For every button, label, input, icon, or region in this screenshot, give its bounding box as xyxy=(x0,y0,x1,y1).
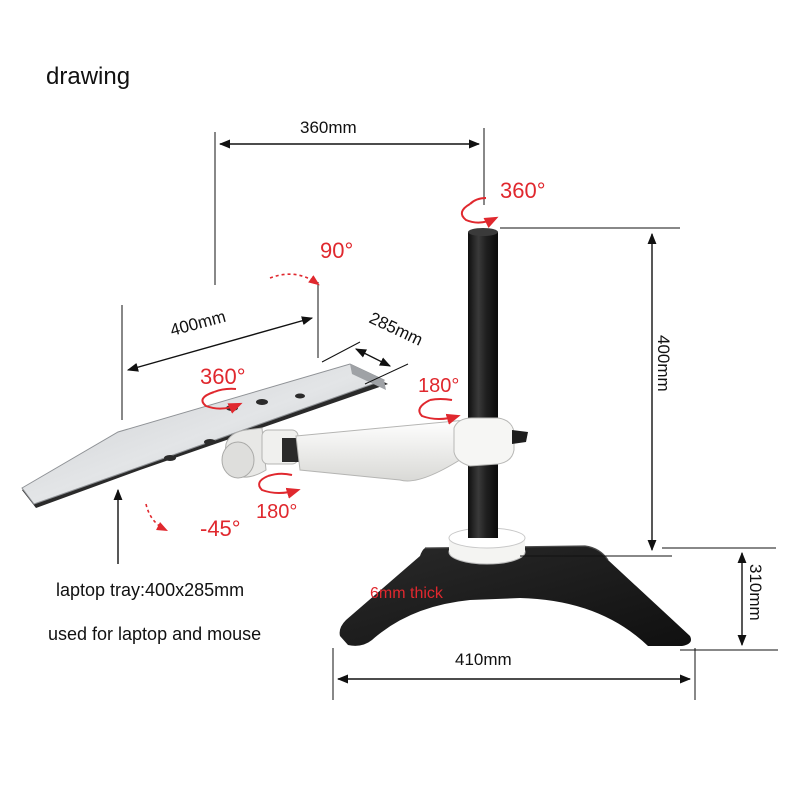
tray-swivel-rotation-label: 360° xyxy=(200,364,246,389)
base-depth-dimension-label: 310mm xyxy=(746,564,765,621)
pole-base-collar xyxy=(448,527,526,565)
laptop-tray xyxy=(21,363,388,508)
tray-spec-label: laptop tray:400x285mm xyxy=(56,580,244,600)
pole-top-rotation-icon xyxy=(460,197,499,229)
tray-joint-rotation-icon xyxy=(258,472,301,499)
tray-joint-rotation-label: 180° xyxy=(256,501,297,523)
tilt-up-rotation-icon xyxy=(269,273,320,286)
base-plate xyxy=(339,545,691,646)
pole-height-dimension-label: 400mm xyxy=(654,335,673,392)
reach-dimension-label: 360mm xyxy=(300,118,357,137)
tray-width-dimension-line xyxy=(126,316,314,372)
tray-depth-extension-right xyxy=(364,363,409,385)
base-thickness-label: 6mm thick xyxy=(370,585,444,602)
diagram-title: drawing xyxy=(46,63,130,90)
pole-clamp xyxy=(453,417,528,467)
tilt-down-rotation-icon xyxy=(145,503,169,532)
tray-swivel-rotation-icon xyxy=(201,387,243,414)
pole-top-rotation-label: 360° xyxy=(500,178,546,203)
tray-depth-dimension-label: 285mm xyxy=(366,308,425,349)
arm-joint-rotation-label: 180° xyxy=(418,375,459,397)
tray-joint xyxy=(221,427,300,479)
arm-joint-rotation-icon xyxy=(418,398,461,425)
tilt-up-rotation-label: 90° xyxy=(320,238,353,263)
tray-depth-extension-left xyxy=(321,341,361,363)
vertical-pole xyxy=(468,228,498,538)
tray-use-label: used for laptop and mouse xyxy=(48,624,261,644)
tray-depth-dimension-line xyxy=(354,348,392,367)
extension-arm xyxy=(295,419,467,482)
tray-width-dimension-label: 400mm xyxy=(168,307,228,340)
tilt-down-rotation-label: -45° xyxy=(200,516,241,541)
base-width-dimension-label: 410mm xyxy=(455,650,512,669)
